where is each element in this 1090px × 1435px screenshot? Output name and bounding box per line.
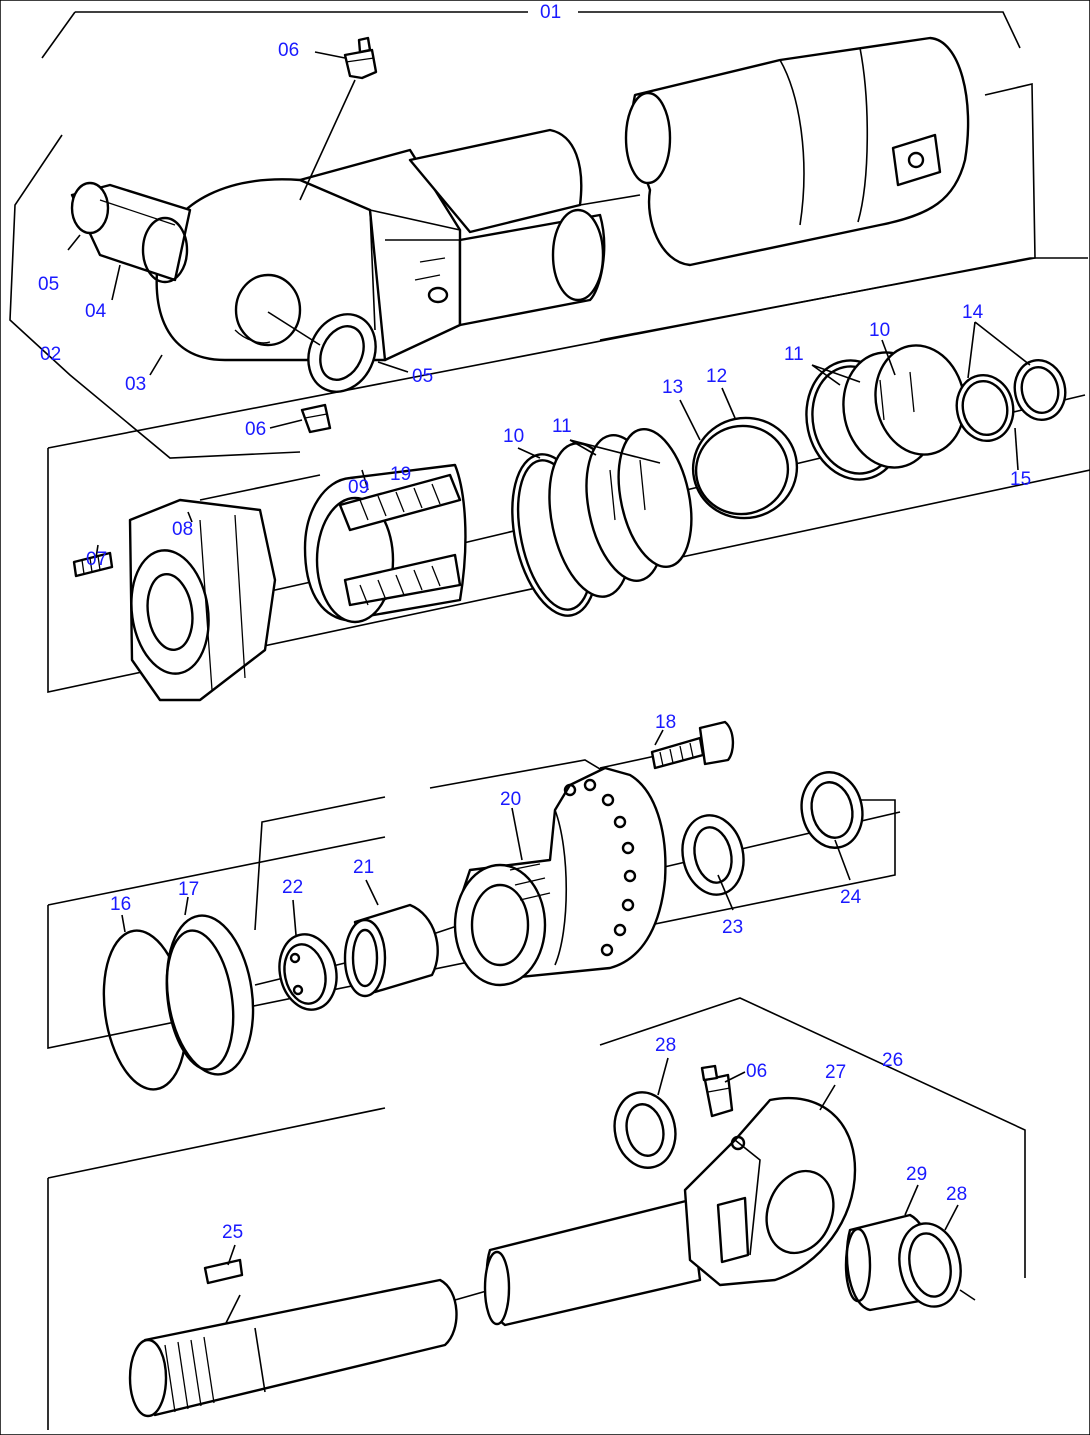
label-11-right: 11 [784, 344, 804, 365]
seal-rings-10-11-left [511, 427, 693, 617]
label-22: 22 [282, 877, 303, 898]
label-28-left: 28 [655, 1035, 676, 1056]
piston-rod-26 [128, 1198, 702, 1418]
label-18: 18 [655, 712, 676, 733]
nut-08 [128, 498, 277, 702]
label-10-right: 10 [869, 320, 890, 341]
label-20: 20 [500, 789, 521, 810]
seal-rings-10-11-right [805, 344, 966, 481]
wear-ring-12 [691, 416, 799, 520]
top-leader-lines [67, 51, 641, 429]
group-02-bracket [9, 134, 301, 459]
back-up-ring-17 [165, 914, 255, 1076]
label-07: 07 [86, 549, 107, 570]
panel-2-border [47, 257, 1090, 693]
seal-05-lower [307, 313, 377, 393]
label-23: 23 [722, 917, 743, 938]
label-02: 02 [40, 344, 61, 365]
bushing-04 [70, 181, 192, 284]
label-17: 17 [178, 879, 199, 900]
label-05-lower: 05 [412, 366, 433, 387]
label-26: 26 [882, 1050, 903, 1071]
label-06-lower: 06 [245, 419, 266, 440]
label-28-right: 28 [946, 1184, 967, 1205]
panel-2-leader-lines [95, 321, 1031, 559]
label-11-left: 11 [552, 416, 572, 437]
label-06-rod: 06 [746, 1061, 767, 1082]
bolt-18 [650, 720, 735, 770]
guide-ring-09 [303, 463, 467, 624]
label-04: 04 [85, 301, 107, 322]
label-10-left: 10 [503, 426, 524, 447]
label-21: 21 [353, 857, 374, 878]
label-09: 09 [348, 477, 369, 498]
panel-4-border [47, 997, 1026, 1430]
seal-28-right [898, 1222, 962, 1308]
label-19: 19 [390, 464, 411, 485]
seal-28-left [613, 1091, 677, 1169]
label-08: 08 [172, 519, 193, 540]
panel-3-border [47, 754, 896, 1049]
label-05-left: 05 [38, 274, 59, 295]
label-01: 01 [540, 2, 561, 23]
head-20 [453, 766, 667, 987]
label-24: 24 [840, 887, 862, 908]
grease-nipple-06-rod [700, 1064, 734, 1118]
snap-ring-22 [278, 933, 338, 1011]
set-screw-07 [72, 551, 114, 578]
grease-nipple-06-top [343, 36, 378, 80]
panel-3-leader-lines [121, 729, 851, 936]
head-bolt-holes [563, 778, 637, 957]
label-16: 16 [110, 894, 131, 915]
grease-nipple-06-lower [300, 403, 332, 434]
wiper-24 [800, 771, 864, 849]
rod-eye-27 [683, 1096, 857, 1287]
label-12: 12 [706, 366, 727, 387]
rings-14-15 [955, 358, 1067, 442]
callout-labels: 01 02 03 04 05 05 06 06 07 08 09 10 10 1… [38, 2, 1031, 1243]
bushing-21 [343, 903, 439, 998]
label-29: 29 [906, 1164, 927, 1185]
label-25: 25 [222, 1222, 243, 1243]
label-14: 14 [962, 302, 984, 323]
label-06-top: 06 [278, 40, 299, 61]
label-15: 15 [1010, 469, 1031, 490]
label-27: 27 [825, 1062, 846, 1083]
cylinder-barrel-01 [624, 36, 970, 267]
panel-4-leader-lines [227, 1057, 976, 1301]
label-13: 13 [662, 377, 683, 398]
seal-23 [681, 814, 745, 896]
label-03: 03 [125, 374, 146, 395]
